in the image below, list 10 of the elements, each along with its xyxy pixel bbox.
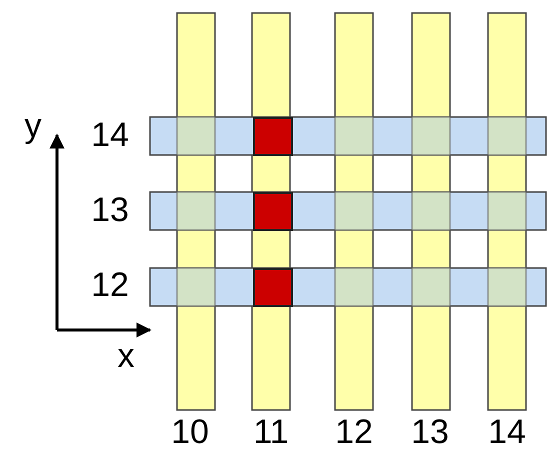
column-label: 13 [411, 415, 449, 449]
row-label: 12 [91, 268, 129, 302]
axis-label: x [118, 339, 134, 373]
column-label: 11 [253, 415, 289, 449]
column-label: 12 [335, 415, 373, 449]
row-label: 13 [91, 193, 129, 227]
column-label: 10 [171, 415, 209, 449]
axis-label: y [24, 109, 42, 143]
column-label: 14 [488, 415, 526, 449]
row-label: 14 [91, 118, 129, 152]
